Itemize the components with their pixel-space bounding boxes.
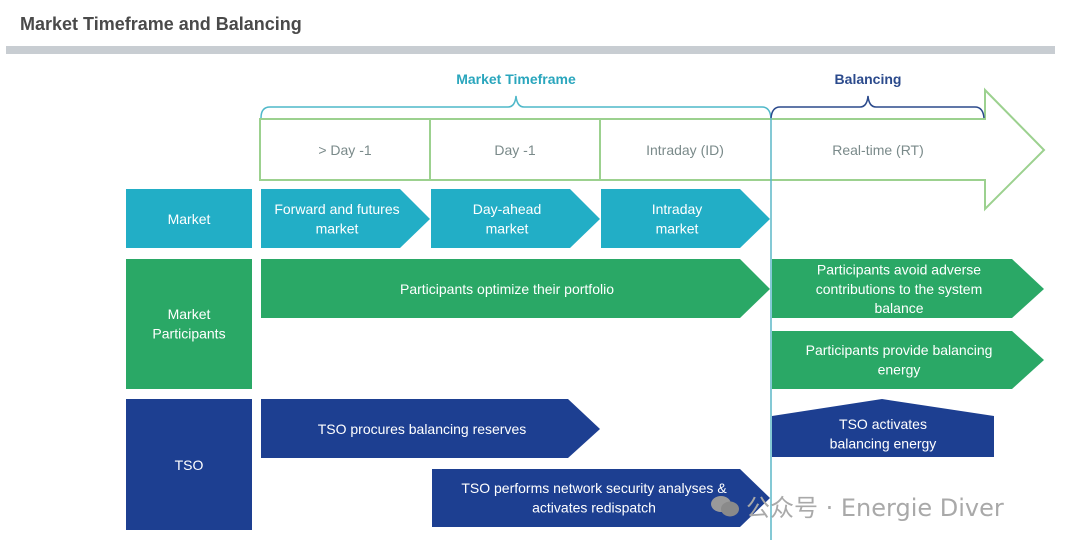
page-title: Market Timeframe and Balancing <box>20 14 302 34</box>
balancing-label: Balancing <box>835 71 902 87</box>
tso-procures-reserves <box>261 399 600 458</box>
tso-procures-text: TSO procures balancing reserves <box>318 421 527 437</box>
tso-network-security <box>432 469 770 527</box>
market-day-ahead <box>431 189 600 248</box>
balancing-brace <box>770 95 985 119</box>
watermark-text: 公众号 · Energie Diver <box>746 494 1004 522</box>
market-intraday <box>601 189 770 248</box>
timeline-arrow <box>259 87 1046 212</box>
row-label-tso <box>126 399 252 530</box>
row-label-participants <box>126 259 252 389</box>
row-label-tso-text: TSO <box>175 457 204 473</box>
market-timeframe-brace <box>260 95 772 119</box>
tso-network-text: TSO performs network security analyses &… <box>461 480 727 515</box>
participants-avoid-adverse <box>772 259 1044 318</box>
row-label-market <box>126 189 252 248</box>
column-day-minus-1-plus: > Day -1 <box>318 142 372 158</box>
column-day-minus-1: Day -1 <box>494 142 535 158</box>
participants-provide-balancing <box>772 331 1044 389</box>
participants-optimize-text: Participants optimize their portfolio <box>400 281 614 297</box>
row-label-market-text: Market <box>168 211 211 227</box>
market-timeframe-label: Market Timeframe <box>456 71 576 87</box>
column-intraday: Intraday (ID) <box>646 142 724 158</box>
watermark: 公众号 · Energie Diver <box>710 488 1004 523</box>
tso-activates-balancing <box>772 399 994 457</box>
participants-optimize-portfolio <box>261 259 770 318</box>
market-forward-futures <box>261 189 430 248</box>
column-real-time: Real-time (RT) <box>832 142 924 158</box>
title-divider <box>6 46 1055 54</box>
wechat-icon <box>710 494 740 518</box>
